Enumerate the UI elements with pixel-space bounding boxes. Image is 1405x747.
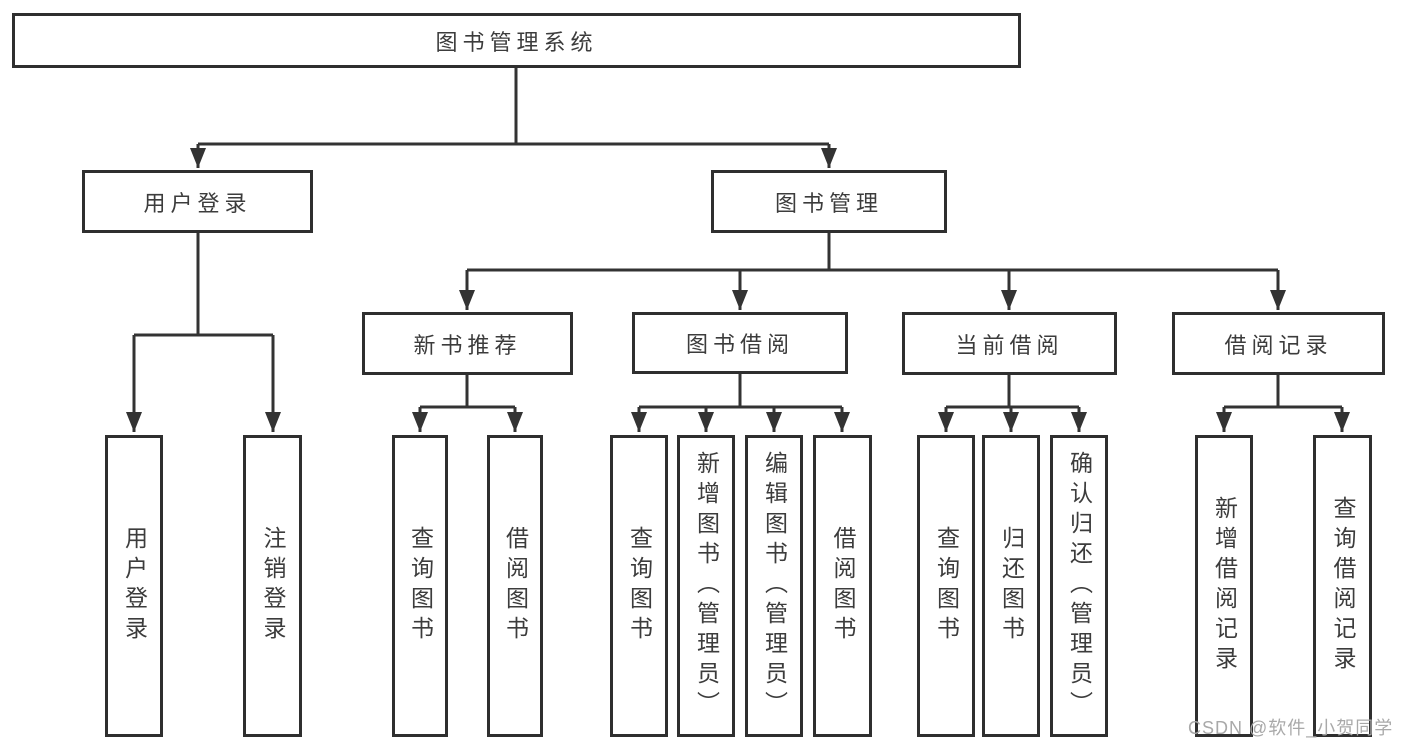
node-root: 图书管理系统 — [12, 13, 1021, 68]
leaf-borrow-query-book-label: 查询图书 — [626, 526, 653, 646]
leaf-borrow-edit-book-admin: 编辑图书（管理员） — [745, 435, 803, 737]
node-book-borrow: 图书借阅 — [632, 312, 848, 374]
connector-lines — [134, 68, 1342, 409]
node-user-login-label: 用户登录 — [143, 190, 252, 216]
leaf-borrow-edit-book-admin-label: 编辑图书（管理员） — [761, 451, 788, 721]
node-new-book-recommend: 新书推荐 — [362, 312, 573, 375]
leaf-current-query-book: 查询图书 — [917, 435, 975, 737]
leaf-current-confirm-return-admin-label: 确认归还（管理员） — [1066, 451, 1093, 721]
node-current-borrow: 当前借阅 — [902, 312, 1117, 375]
leaf-logout-label: 注销登录 — [260, 526, 286, 646]
leaf-records-query-record: 查询借阅记录 — [1313, 435, 1372, 737]
csdn-watermark: CSDN @软件_小贺同学 — [1188, 718, 1394, 738]
node-book-borrow-label: 图书借阅 — [685, 332, 794, 357]
leaf-current-return-book-label: 归还图书 — [998, 526, 1025, 646]
node-user-login: 用户登录 — [82, 170, 313, 233]
node-book-management-label: 图书管理 — [774, 190, 883, 216]
leaf-recommend-query-book-label: 查询图书 — [407, 526, 434, 646]
leaf-current-confirm-return-admin: 确认归还（管理员） — [1050, 435, 1108, 737]
leaf-recommend-borrow-book-label: 借阅图书 — [502, 526, 529, 646]
leaf-records-query-record-label: 查询借阅记录 — [1330, 496, 1356, 676]
leaf-current-query-book-label: 查询图书 — [933, 526, 960, 646]
leaf-borrow-add-book-admin-label: 新增图书（管理员） — [693, 451, 720, 721]
node-new-book-recommend-label: 新书推荐 — [413, 332, 522, 358]
node-book-management: 图书管理 — [711, 170, 947, 233]
leaf-user-login-label: 用户登录 — [121, 526, 148, 646]
leaf-borrow-add-book-admin: 新增图书（管理员） — [677, 435, 735, 737]
leaf-logout: 注销登录 — [243, 435, 302, 737]
leaf-borrow-borrow-book-label: 借阅图书 — [830, 526, 856, 646]
leaf-borrow-borrow-book: 借阅图书 — [813, 435, 872, 737]
node-root-label: 图书管理系统 — [435, 29, 598, 55]
node-borrow-records-label: 借阅记录 — [1224, 332, 1333, 358]
leaf-borrow-query-book: 查询图书 — [610, 435, 668, 737]
leaf-records-add-record: 新增借阅记录 — [1195, 435, 1253, 737]
leaf-current-return-book: 归还图书 — [982, 435, 1040, 737]
node-current-borrow-label: 当前借阅 — [955, 332, 1064, 358]
leaf-user-login: 用户登录 — [105, 435, 163, 737]
node-borrow-records: 借阅记录 — [1172, 312, 1385, 375]
leaf-recommend-borrow-book: 借阅图书 — [487, 435, 543, 737]
leaf-recommend-query-book: 查询图书 — [392, 435, 448, 737]
leaf-records-add-record-label: 新增借阅记录 — [1211, 496, 1238, 676]
